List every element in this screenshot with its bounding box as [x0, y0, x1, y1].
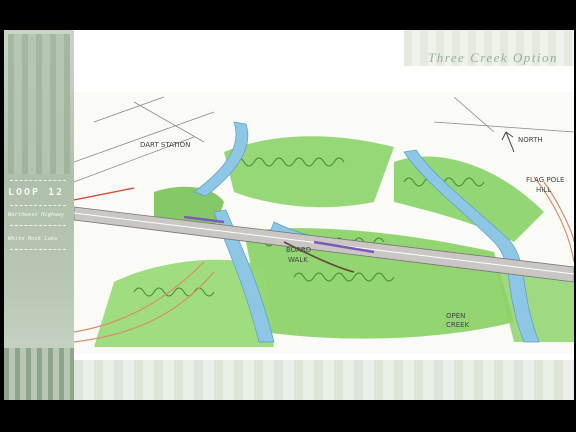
sidebar-subtitle-lake: White Rock Lake — [8, 236, 58, 242]
urban-grid-lines — [74, 96, 574, 183]
label-board: BOARD — [286, 246, 311, 254]
label-creek: CREEK — [446, 321, 470, 329]
footer-photo-strip — [74, 360, 574, 400]
side-roads — [74, 176, 574, 343]
label-hill: HILL — [536, 186, 551, 194]
highway-loop-12 — [74, 187, 574, 283]
sidebar-title: LOOP 12 — [8, 187, 65, 198]
label-open: OPEN — [446, 312, 465, 320]
slide-title: Three Creek Option — [427, 50, 558, 65]
sidebar-divider — [10, 180, 66, 181]
sidebar-photo-bottom — [4, 348, 74, 400]
label-flag-pole: FLAG POLE — [526, 176, 564, 184]
north-arrow-icon — [501, 131, 515, 153]
label-walk: WALK — [288, 256, 308, 264]
sidebar-subtitle-highway: Northwest Highway — [8, 212, 65, 218]
sidebar-divider — [10, 225, 66, 226]
left-sidebar-panel: LOOP 12 Northwest Highway White Rock Lak… — [4, 30, 74, 400]
sidebar-photo-top — [8, 34, 70, 174]
sidebar-divider — [10, 205, 66, 206]
label-north: NORTH — [518, 136, 543, 144]
sidebar-divider — [10, 249, 66, 250]
label-dart-station: DART STATION — [140, 141, 190, 149]
boardwalk-path — [283, 241, 355, 273]
presentation-slide: Three Creek Option LOOP 12 Northwest Hig… — [4, 30, 574, 400]
three-creek-sketch: DART STATION NORTH FLAG POLE HILL BOARD … — [74, 92, 574, 354]
header-photo-strip — [404, 30, 574, 66]
